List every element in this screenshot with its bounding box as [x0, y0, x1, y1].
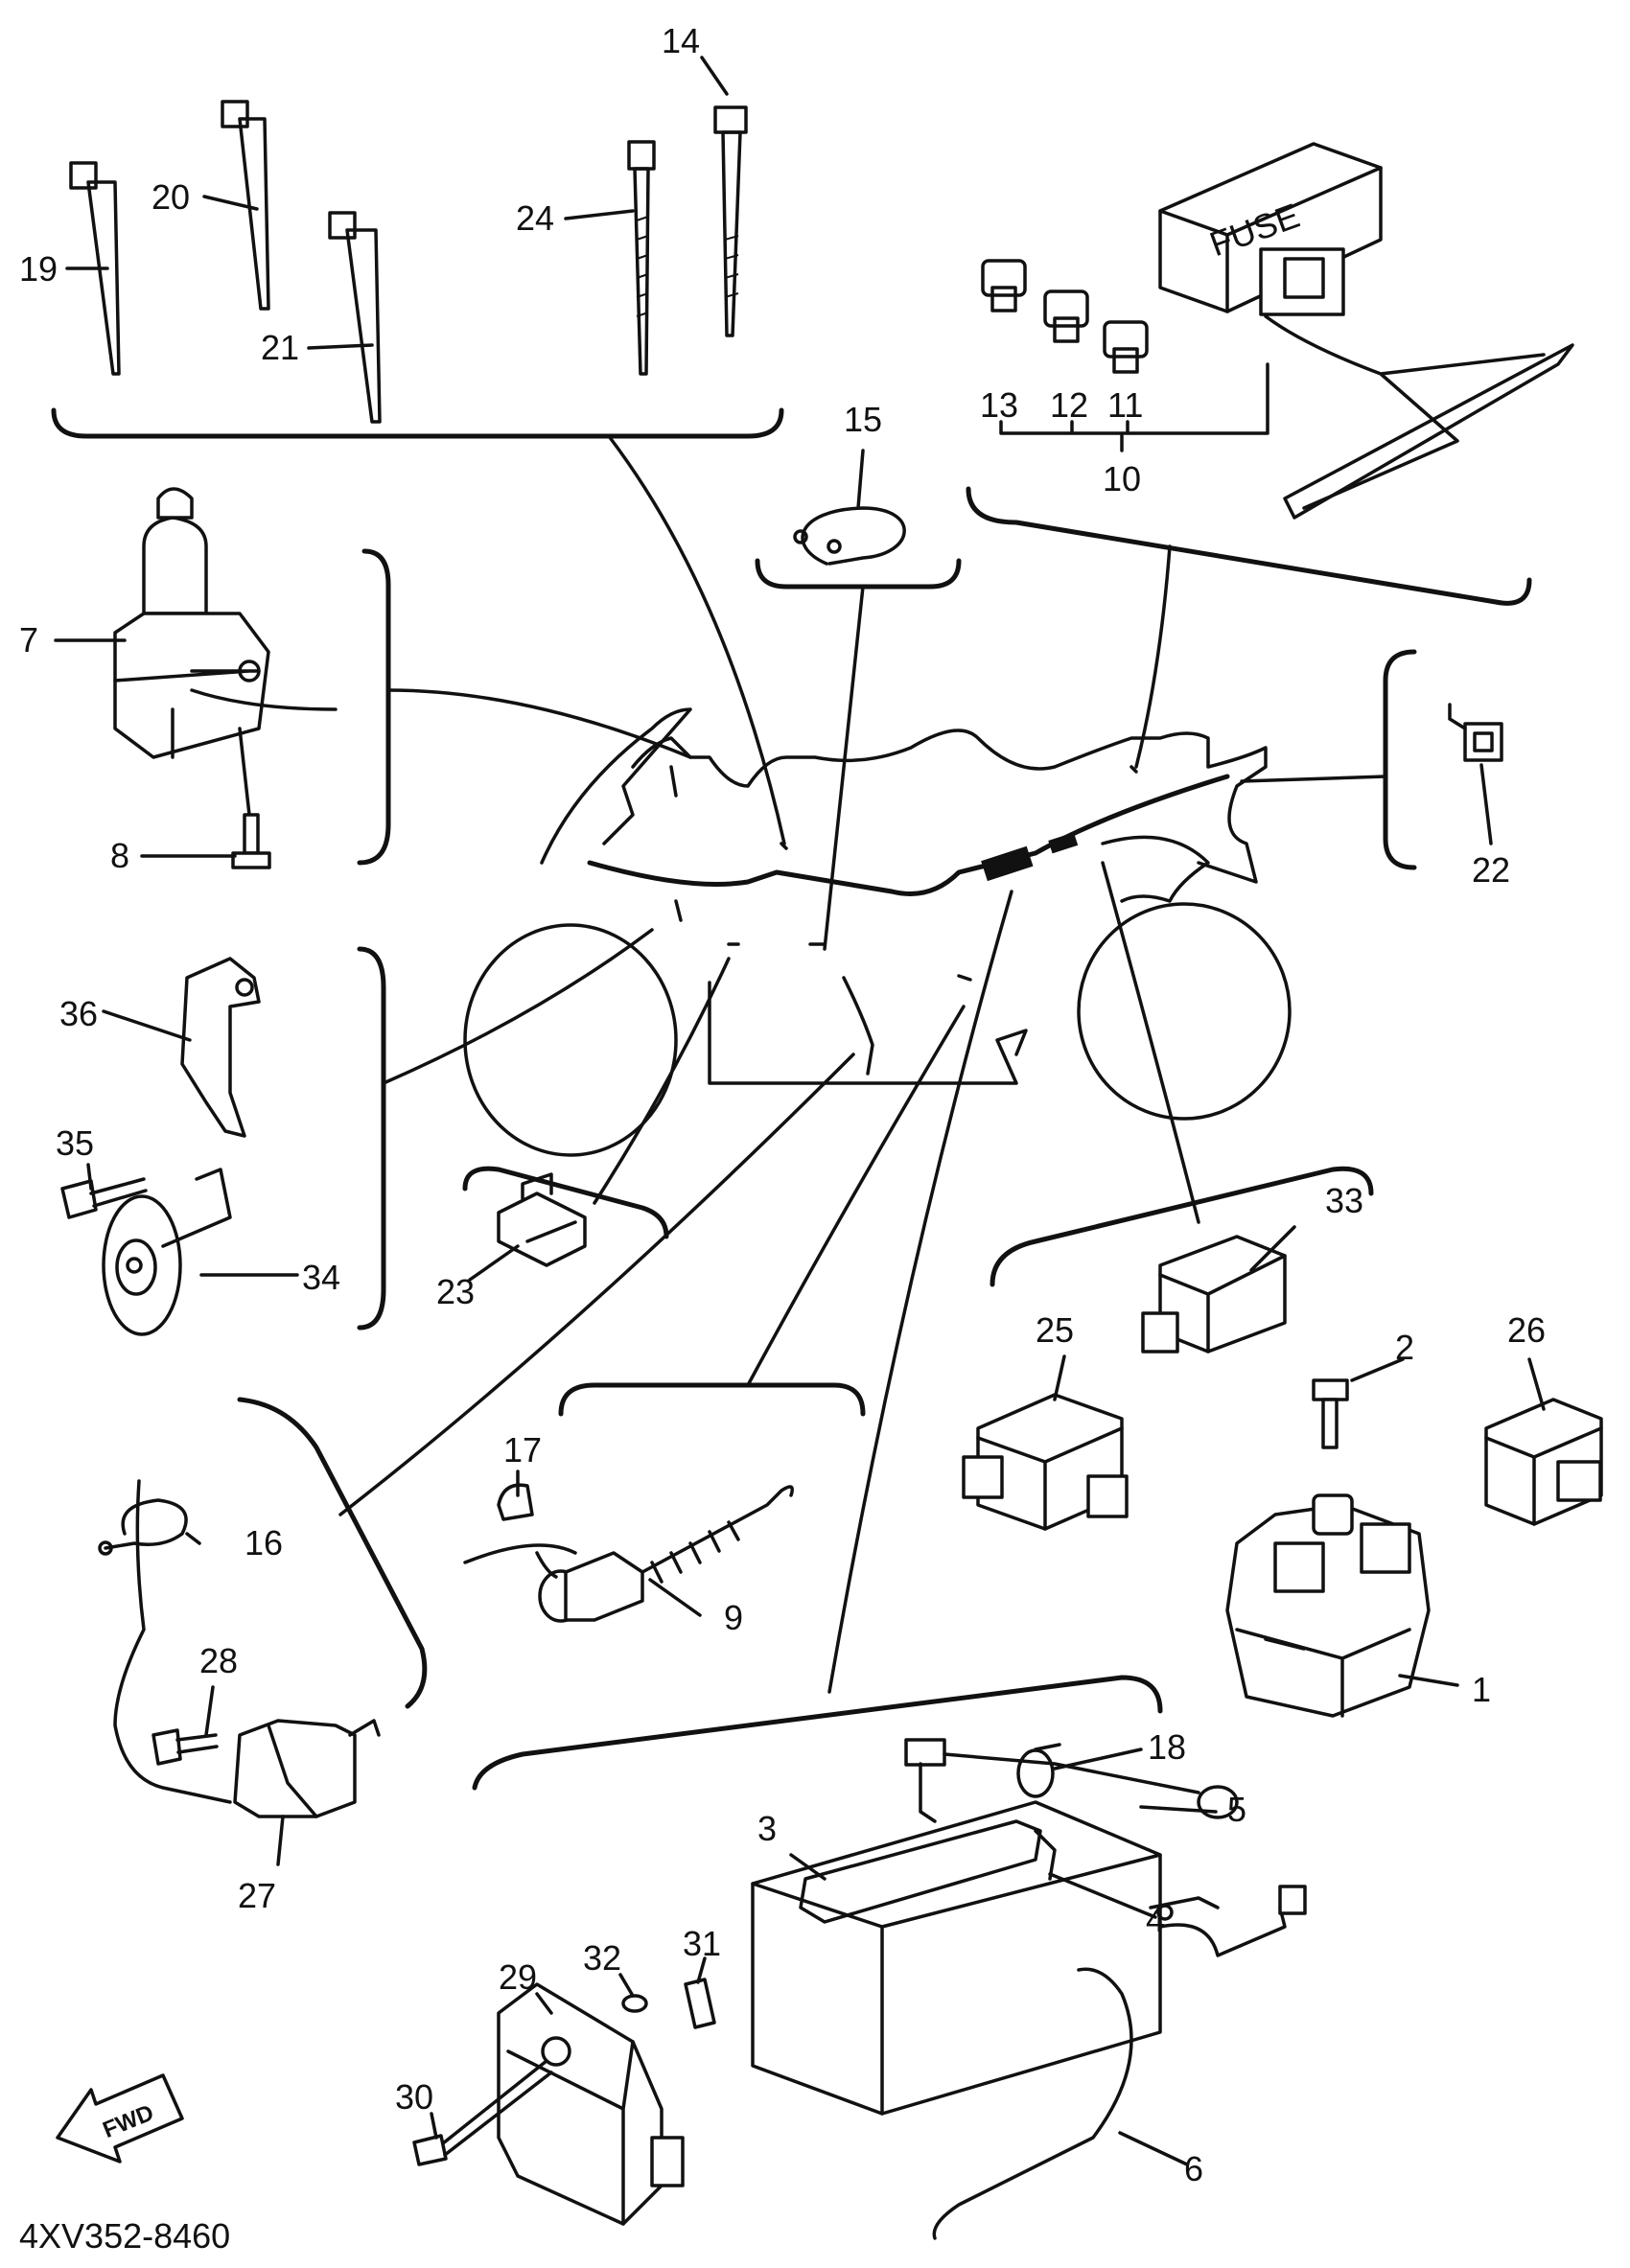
callout-29: 29	[499, 1957, 537, 1997]
callout-25: 25	[1036, 1310, 1074, 1350]
callout-35: 35	[56, 1123, 94, 1163]
horn-34	[102, 1168, 232, 1336]
callout-17: 17	[503, 1430, 542, 1470]
callout-2: 2	[1395, 1328, 1414, 1367]
cable-tie-24	[627, 140, 656, 376]
callout-26: 26	[1507, 1310, 1546, 1350]
connector-22	[1448, 703, 1503, 762]
battery-cable-5	[904, 1738, 1239, 1823]
callout-3: 3	[757, 1809, 777, 1848]
callout-5: 5	[1227, 1790, 1246, 1829]
bolt-28	[151, 1728, 219, 1766]
rectifier-regulator-29	[497, 1982, 685, 2226]
callout-32: 32	[583, 1938, 621, 1978]
cable-tie-21	[328, 211, 382, 424]
switch-27	[233, 1719, 381, 1818]
callout-23: 23	[436, 1272, 475, 1311]
battery-band-4	[799, 1819, 1057, 1924]
callout-7: 7	[19, 620, 38, 660]
horn-bracket-36	[180, 957, 261, 1138]
group-bracket-ties	[51, 407, 784, 439]
bolt-30	[412, 2059, 553, 2166]
relay-25	[962, 1393, 1129, 1531]
main-switch-7	[113, 487, 338, 817]
motorcycle-outline	[463, 707, 1292, 1157]
callout-24: 24	[516, 198, 554, 238]
callout-9: 9	[724, 1598, 743, 1637]
callout-27: 27	[238, 1876, 276, 1915]
callout-22: 22	[1472, 850, 1510, 890]
callout-4: 4	[1146, 1900, 1165, 1939]
clamp-23	[497, 1172, 587, 1267]
callout-33: 33	[1325, 1181, 1363, 1220]
forward-arrow: FWD	[56, 2073, 184, 2164]
cable-tie-20	[221, 100, 270, 311]
callout-30: 30	[395, 2077, 433, 2117]
battery-cable-6	[932, 1885, 1307, 2240]
callout-numbers: 1 2 3 4 5 6 7 8 9 10 11 12 13 14 15 16 1…	[19, 21, 1546, 2188]
callout-20: 20	[151, 177, 190, 217]
clip-16	[98, 1479, 232, 1804]
callout-11: 11	[1107, 385, 1143, 425]
callout-19: 19	[19, 249, 58, 289]
callout-6: 6	[1184, 2149, 1203, 2188]
fuse-box: FUSE	[1158, 142, 1574, 520]
clamp-17	[463, 1483, 577, 1564]
cable-tie-19	[69, 161, 121, 376]
fuse-12	[1043, 289, 1089, 343]
clamp-18	[1016, 1743, 1061, 1798]
relay-33	[1141, 1235, 1287, 1354]
callout-31: 31	[683, 1924, 721, 1963]
bolt-35	[60, 1177, 148, 1219]
fuse-13	[981, 259, 1027, 312]
callout-10: 10	[1103, 459, 1141, 498]
callout-34: 34	[302, 1258, 340, 1297]
callout-36: 36	[59, 994, 98, 1033]
bolt-2	[1312, 1378, 1349, 1449]
switch-9	[535, 1485, 794, 1623]
battery-3	[751, 1800, 1162, 2116]
washer-32	[621, 1994, 648, 2013]
fuse-11	[1103, 320, 1149, 374]
callout-13: 13	[980, 385, 1018, 425]
callout-16: 16	[244, 1523, 283, 1562]
callout-18: 18	[1148, 1727, 1186, 1767]
callout-14: 14	[662, 21, 700, 60]
callout-21: 21	[261, 328, 299, 367]
callout-28: 28	[199, 1641, 238, 1680]
diagram-code: 4XV352-8460	[19, 2216, 230, 2256]
bolt-8	[231, 813, 271, 869]
callout-15: 15	[844, 400, 882, 439]
callout-12: 12	[1050, 385, 1088, 425]
callout-8: 8	[110, 836, 129, 875]
bracket-31	[684, 1978, 716, 2029]
starter-relay-1	[1225, 1493, 1431, 1718]
cable-tie-14	[713, 105, 748, 337]
callout-1: 1	[1472, 1670, 1491, 1709]
relay-26	[1484, 1398, 1603, 1526]
wire-clip-15	[793, 506, 906, 566]
leader-lines	[54, 56, 1546, 2166]
